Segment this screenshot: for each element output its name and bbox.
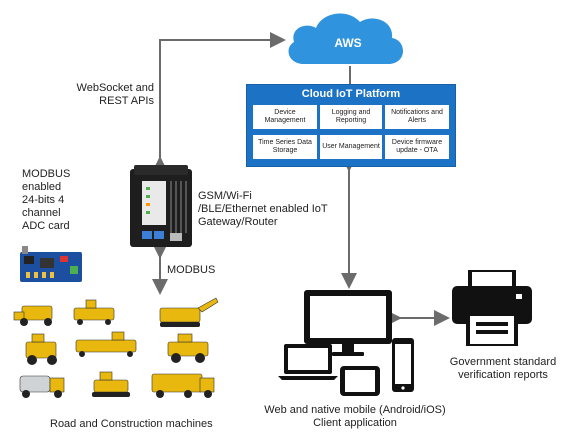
module-time-series-storage: Time Series Data Storage	[253, 135, 317, 159]
aws-label: AWS	[334, 36, 362, 50]
adc-card-label: MODBUS enabled 24-bits 4 channel ADC car…	[22, 168, 71, 232]
phone-icon	[392, 338, 414, 392]
cloud-icon	[288, 13, 403, 65]
modbus-label: MODBUS	[167, 264, 216, 276]
construction-machines-icon	[13, 297, 219, 398]
platform-title: Cloud IoT Platform	[301, 88, 401, 100]
adc-card-icon	[20, 246, 82, 282]
laptop-icon	[278, 344, 338, 380]
websocket-label: WebSocket and REST APIs	[76, 82, 154, 107]
tablet-icon	[340, 366, 380, 396]
reports-label: Government standard verification reports	[449, 356, 557, 381]
module-logging-reporting: Logging and Reporting	[320, 105, 382, 129]
gateway-device-icon	[130, 165, 192, 247]
gateway-label: GSM/Wi-Fi /BLE/Ethernet enabled IoT Gate…	[198, 190, 328, 228]
client-app-label: Web and native mobile (Android/iOS) Clie…	[264, 404, 446, 429]
module-device-management: Device Management	[253, 105, 317, 129]
printer-icon	[452, 270, 532, 346]
module-firmware-ota: Device firmware update - OTA	[385, 135, 449, 159]
module-user-management: User Management	[320, 135, 382, 159]
gateway-aws-arrow	[152, 32, 286, 172]
module-notifications-alerts: Notifications and Alerts	[385, 105, 449, 129]
monitor-icon	[304, 290, 392, 356]
machines-caption: Road and Construction machines	[50, 418, 213, 430]
cloud-iot-platform: Cloud IoT Platform Device Management Log…	[246, 84, 456, 167]
